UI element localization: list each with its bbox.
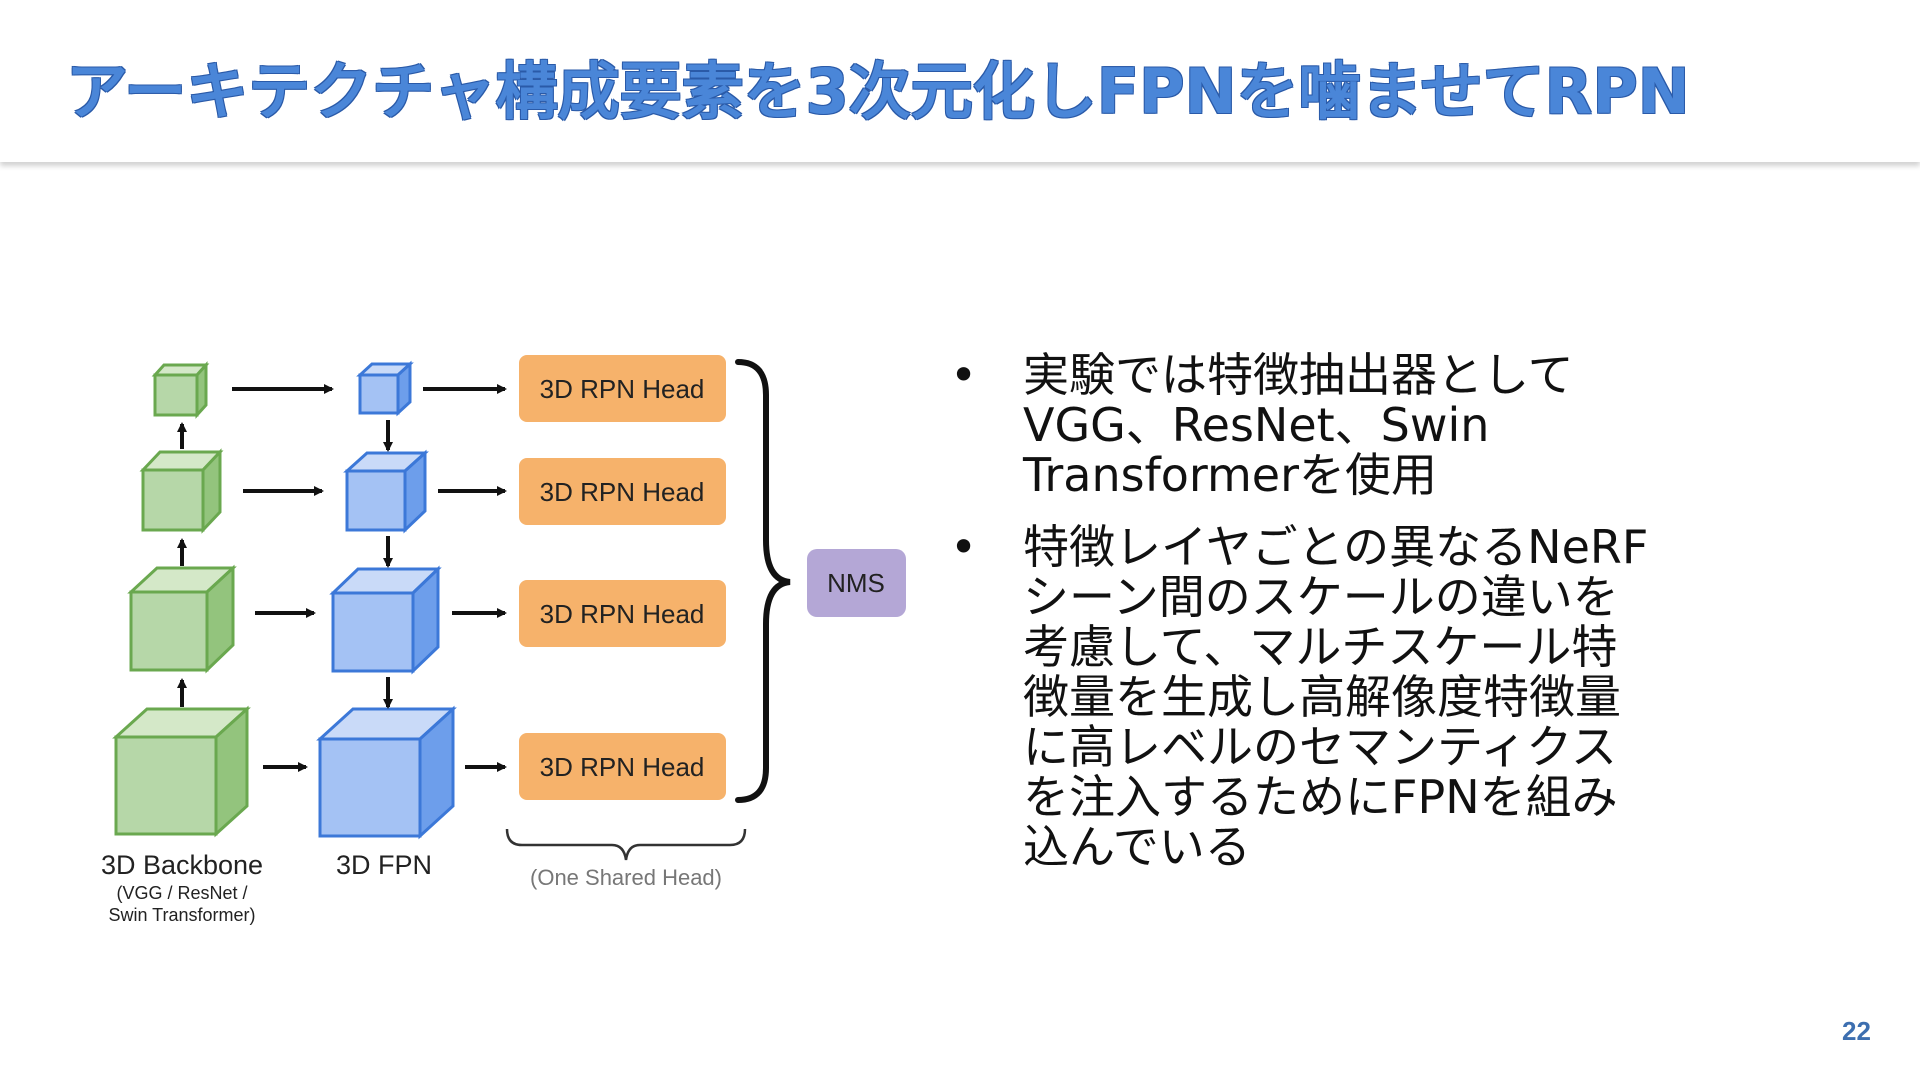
bullet-dot: • — [950, 520, 978, 574]
merge-brace — [735, 359, 791, 803]
backbone-cube-4 — [112, 705, 251, 838]
bullet-line: を注入するためにFPNを組み — [1023, 770, 1618, 824]
shared-head-label: (One Shared Head) — [530, 865, 722, 890]
svg-text:3D RPN Head: 3D RPN Head — [540, 752, 705, 782]
bullet-list: • 実験では特徴抽出器として VGG、ResNet、Swin Transform… — [950, 350, 1780, 894]
backbone-cube-1 — [151, 361, 210, 419]
bullet-line: 込んでいる — [1023, 820, 1251, 874]
bullet-item: • 実験では特徴抽出器として VGG、ResNet、Swin Transform… — [950, 350, 1780, 500]
bullet-line: 徴量を生成し高解像度特徴量 — [1023, 670, 1621, 724]
rpn-head-3: 3D RPN Head — [519, 580, 726, 647]
bullet-line: 考慮して、マルチスケール特 — [1023, 620, 1618, 674]
backbone-sublabel-2: Swin Transformer) — [108, 905, 255, 925]
bullet-line: に高レベルのセマンティクス — [1023, 720, 1617, 774]
rpn-head-4: 3D RPN Head — [519, 733, 726, 800]
nms-box: NMS — [807, 549, 906, 617]
bullet-dot: • — [950, 348, 978, 402]
backbone-label: 3D Backbone — [101, 850, 263, 880]
head-arrows — [423, 384, 507, 772]
bullet-item: • 特徴レイヤごとの異なるNeRF シーン間のスケールの違いを 考慮して、マルチ… — [950, 522, 1780, 872]
bullet-line: 実験では特徴抽出器として — [1023, 348, 1574, 402]
backbone-cube-3 — [127, 564, 237, 674]
rpn-head-2: 3D RPN Head — [519, 458, 726, 525]
svg-text:3D RPN Head: 3D RPN Head — [540, 599, 705, 629]
fpn-label: 3D FPN — [336, 850, 432, 880]
bullet-line: シーン間のスケールの違いを — [1023, 570, 1619, 624]
bullet-line: 特徴レイヤごとの異なるNeRF — [1023, 520, 1649, 574]
page-number: 22 — [1842, 1016, 1871, 1046]
title-bar: アーキテクチャ構成要素を3次元化しFPNを噛ませてRPN — [0, 0, 1920, 162]
svg-text:3D RPN Head: 3D RPN Head — [540, 477, 705, 507]
lateral-arrows — [232, 384, 334, 772]
svg-text:3D RPN Head: 3D RPN Head — [540, 374, 705, 404]
backbone-cube-2 — [139, 448, 224, 534]
shared-head-brace — [505, 828, 747, 861]
backbone-sublabel-1: (VGG / ResNet / — [116, 883, 247, 903]
rpn-head-1: 3D RPN Head — [519, 355, 726, 422]
fpn-cube-4 — [316, 705, 457, 840]
fpn-cube-1 — [356, 360, 414, 417]
bullet-line: Transformerを使用 — [1023, 448, 1438, 502]
fpn-cube-2 — [343, 449, 429, 534]
bullet-line: VGG、ResNet、Swin — [1023, 398, 1490, 452]
slide-title: アーキテクチャ構成要素を3次元化しFPNを噛ませてRPN — [66, 55, 1690, 128]
svg-text:NMS: NMS — [827, 568, 885, 598]
fpn-cube-3 — [329, 565, 442, 675]
